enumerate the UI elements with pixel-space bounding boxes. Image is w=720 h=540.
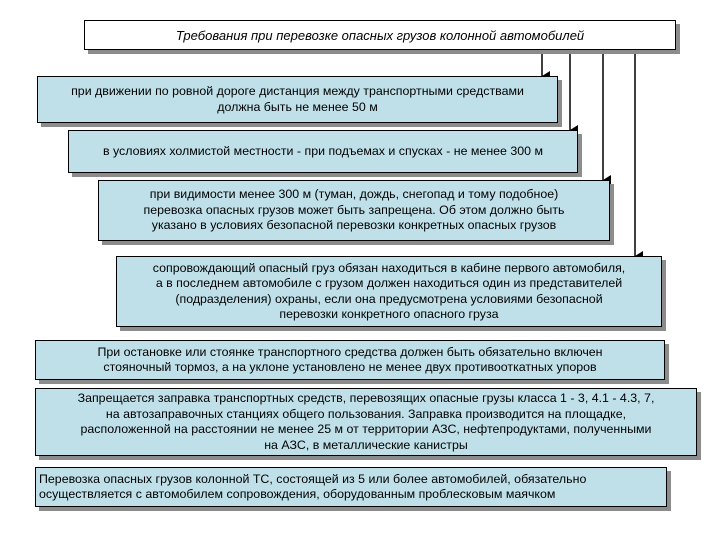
requirement-box-1: при движении по ровной дороге дистанция …	[37, 76, 558, 123]
requirement-box-6: Запрещается заправка транспортных средст…	[35, 388, 697, 456]
requirement-box-3: при видимости менее 300 м (туман, дождь,…	[98, 180, 610, 241]
requirement-box-2: в условиях холмистой местности - при под…	[68, 130, 578, 173]
page-title: Требования при перевозке опасных грузов …	[84, 20, 676, 50]
requirement-box-7: Перевозка опасных грузов колонной ТС, со…	[35, 467, 667, 507]
requirement-box-5: При остановке или стоянке транспортного …	[35, 340, 665, 380]
requirement-box-4: сопровождающий опасный груз обязан наход…	[116, 256, 662, 327]
